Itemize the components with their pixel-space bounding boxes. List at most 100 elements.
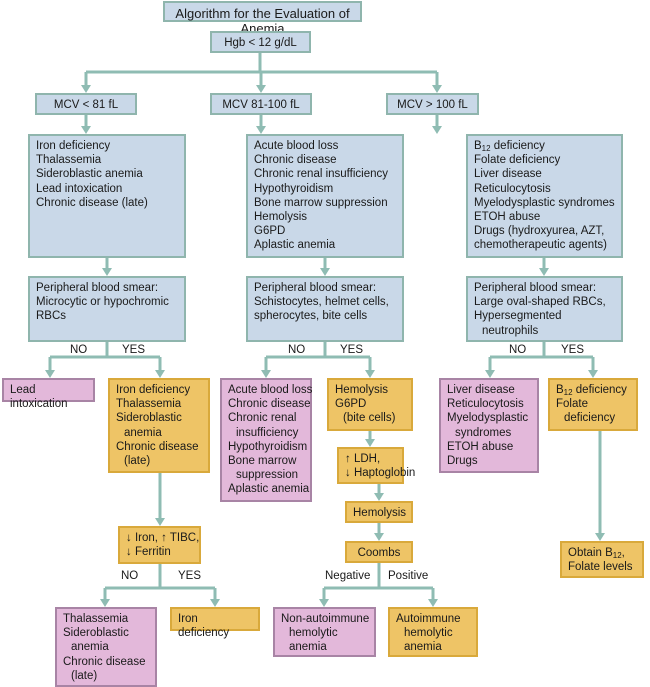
hemolysis-node: Hemolysis <box>345 501 413 523</box>
branch-label-yes: YES <box>561 344 585 356</box>
result-iron-no: Thalassemia Sideroblastic anemia Chronic… <box>55 607 157 687</box>
arrowhead <box>432 126 442 134</box>
lab-line: Folate levels <box>568 561 633 574</box>
result-item: Myelodysplastic <box>447 412 529 425</box>
differential-item: Hemolysis <box>254 211 308 224</box>
root-node-hgb: Hgb < 12 g/dL <box>210 31 311 53</box>
differential-item: Liver disease <box>474 168 542 181</box>
result-item: (bite cells) <box>343 412 396 425</box>
result-item: (late) <box>124 455 151 468</box>
smear-line: Microcytic or hypochromic <box>36 296 169 309</box>
branch-label-negative: Negative <box>325 570 371 582</box>
arrowhead <box>155 370 165 378</box>
lab-line: ↓ Haptoglobin <box>345 467 416 480</box>
result-item: Chronic renal <box>228 412 297 425</box>
result-item: Reticulocytosis <box>447 398 524 411</box>
branch-label-yes: YES <box>340 344 364 356</box>
diagram-title: Algorithm for the Evaluation of Anemia <box>163 1 362 36</box>
result-item: Sideroblastic <box>63 627 129 640</box>
differential-item: Sideroblastic anemia <box>36 168 143 181</box>
result-item: Folate <box>556 398 588 411</box>
result-item: Thalassemia <box>63 613 129 625</box>
differential-item: Chronic disease <box>254 154 337 167</box>
result-item: Autoimmune <box>396 613 461 625</box>
result-non-autoimmune: Non-autoimmune hemolytic anemia <box>273 607 376 657</box>
arrowhead <box>81 126 91 134</box>
result-iron-deficiency: Iron deficiency <box>170 607 260 639</box>
differential-item: Myelodysplastic syndromes <box>474 196 615 209</box>
smear-microcytic: Peripheral blood smear: Microcytic or hy… <box>28 276 186 342</box>
arrowhead <box>432 85 442 93</box>
arrowhead <box>81 85 91 93</box>
hemolysis-labs: ↑ LDH, ↓ Haptoglobin <box>337 447 416 484</box>
differential-item: Chronic disease (late) <box>36 196 148 209</box>
differential-item: chemotherapeutic agents) <box>474 239 607 252</box>
arrowhead <box>539 268 549 276</box>
smear-line: RBCs <box>36 310 67 323</box>
differential-item: ETOH abuse <box>474 211 541 224</box>
arrowhead <box>155 518 165 526</box>
result-item: Drugs <box>447 455 478 468</box>
branch-label-positive: Positive <box>388 570 429 582</box>
differential-item: Chronic renal insufficiency <box>254 168 389 181</box>
lab-line: ↓ Iron, ↑ TIBC, <box>126 532 200 544</box>
arrowhead <box>102 268 112 276</box>
arrowhead <box>485 370 495 378</box>
result-item: G6PD <box>335 398 367 411</box>
result-item: insufficiency <box>236 426 299 439</box>
arrowhead <box>374 533 384 541</box>
smear-line: spherocytes, bite cells <box>254 310 368 323</box>
result-item: Hypothyroidism <box>228 440 308 453</box>
result-normocytic-yes: Hemolysis G6PD (bite cells) <box>327 378 413 431</box>
smear-line: Schistocytes, helmet cells, <box>254 296 389 309</box>
differential-item: Folate deficiency <box>474 154 561 167</box>
branch-label-yes: YES <box>178 570 202 582</box>
result-item: anemia <box>124 426 162 439</box>
differential-item: Drugs (hydroxyurea, AZT, <box>474 225 605 238</box>
arrowhead <box>210 599 220 607</box>
differential-item: Iron deficiency <box>36 140 111 152</box>
result-item: anemia <box>71 641 109 654</box>
arrowhead <box>365 370 375 378</box>
arrowhead <box>256 85 266 93</box>
branch-label-yes: YES <box>122 344 146 356</box>
result-item: syndromes <box>455 426 512 439</box>
arrowhead <box>374 493 384 501</box>
smear-line: neutrophils <box>482 324 539 337</box>
branch-label-no: NO <box>288 344 306 356</box>
header-mcv-normal: MCV 81-100 fL <box>210 93 312 115</box>
differential-item: B12 deficiency <box>474 140 545 153</box>
arrowhead <box>595 533 605 541</box>
result-item: Aplastic anemia <box>228 483 310 496</box>
result-normocytic-no: Acute blood loss Chronic disease Chronic… <box>220 378 312 502</box>
arrowhead <box>320 268 330 276</box>
coombs-test: Coombs <box>345 541 413 563</box>
arrowhead <box>319 599 329 607</box>
differential-item: Aplastic anemia <box>254 239 336 252</box>
differential-item: Hypothyroidism <box>254 182 334 195</box>
result-item: Chronic disease <box>228 398 311 411</box>
result-item: deficiency <box>564 412 616 425</box>
branch-label-no: NO <box>509 344 527 356</box>
arrowhead <box>256 126 266 134</box>
smear-line: Hypersegmented <box>474 310 562 323</box>
result-autoimmune: Autoimmune hemolytic anemia <box>388 607 478 657</box>
arrowhead <box>428 599 438 607</box>
obtain-b12-folate: Obtain B12, Folate levels <box>560 541 644 578</box>
smear-line: Large oval-shaped RBCs, <box>474 296 606 309</box>
differential-normocytic: Acute blood loss Chronic disease Chronic… <box>246 134 404 258</box>
result-macrocytic-yes: B12 deficiency Folate deficiency <box>548 378 638 431</box>
smear-line: Peripheral blood smear: <box>36 282 159 294</box>
result-item: (late) <box>71 669 98 682</box>
result-item: Chronic disease <box>63 655 146 668</box>
differential-item: Thalassemia <box>36 154 102 167</box>
differential-macrocytic: B12 deficiency Folate deficiency Liver d… <box>466 134 623 258</box>
result-item: Acute blood loss <box>228 384 313 396</box>
arrowhead <box>45 370 55 378</box>
header-mcv-low: MCV < 81 fL <box>35 93 137 115</box>
arrowhead <box>261 370 271 378</box>
arrowhead <box>100 599 110 607</box>
result-lead-intoxication: Lead intoxication <box>2 378 95 410</box>
lab-line: ↑ LDH, <box>345 453 381 465</box>
result-item: Chronic disease <box>116 440 199 453</box>
